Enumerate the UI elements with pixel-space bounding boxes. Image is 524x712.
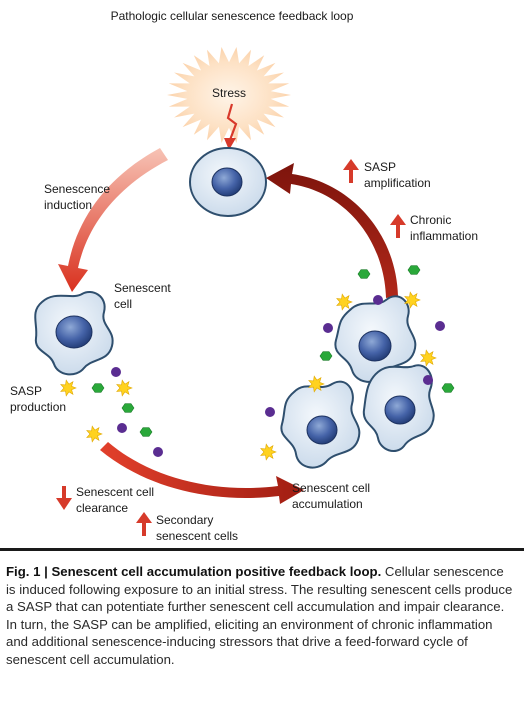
caption-body: Cellular senescence is induced following…	[6, 564, 513, 667]
sasp-yellow-factor	[308, 375, 325, 393]
chronic-inflammation-up-arrow-icon	[390, 214, 406, 238]
label-senescent-cell-1: Senescent	[114, 281, 171, 295]
sasp-yellow-factor	[60, 379, 77, 397]
sasp-purple-factor	[423, 375, 433, 385]
sasp-purple-factor	[435, 321, 445, 331]
sasp-amplification-up-arrow-icon	[343, 159, 359, 183]
label-senescent-cell-2: cell	[114, 297, 132, 311]
stress-lightning-arrowhead-icon	[224, 138, 236, 150]
caption-separator	[0, 548, 524, 551]
caption-title: Fig. 1 | Senescent cell accumulation pos…	[6, 564, 382, 579]
arrow-to-accumulation	[100, 442, 304, 504]
label-senescence-induction-1: Senescence	[44, 182, 110, 196]
diagram-title: Pathologic cellular senescence feedback …	[111, 9, 354, 23]
sasp-green-factor	[319, 351, 333, 361]
label-secondary-senescent-2: senescent cells	[156, 529, 238, 543]
sasp-yellow-factor	[116, 379, 133, 397]
sasp-yellow-factor	[86, 425, 103, 443]
label-sasp-amplification-2: amplification	[364, 176, 431, 190]
label-senescence-induction-2: induction	[44, 198, 92, 212]
label-sasp-production-1: SASP	[10, 384, 42, 398]
sasp-purple-factor	[323, 323, 333, 333]
feedback-loop-diagram: Pathologic cellular senescence feedback …	[10, 9, 478, 543]
senescent-clearance-down-arrow-icon	[56, 486, 72, 510]
sasp-factor-particles	[60, 265, 455, 461]
sasp-purple-factor	[111, 367, 121, 377]
sasp-green-factor	[121, 403, 135, 413]
label-chronic-inflammation-1: Chronic	[410, 213, 451, 227]
normal-cell	[189, 147, 267, 217]
label-senescent-clearance-2: clearance	[76, 501, 128, 515]
label-sasp-production-2: production	[10, 400, 66, 414]
label-accumulation-1: Senescent cell	[292, 481, 370, 495]
sasp-purple-factor	[265, 407, 275, 417]
sasp-yellow-factor	[336, 293, 353, 311]
sasp-green-factor	[91, 383, 105, 393]
senescent-cell-left	[34, 291, 114, 376]
sasp-green-factor	[407, 265, 421, 275]
label-stress: Stress	[212, 86, 246, 100]
senescent-cell-cluster	[280, 295, 435, 469]
sasp-green-factor	[441, 383, 455, 393]
stress-starburst	[167, 47, 291, 143]
sasp-yellow-factor	[260, 443, 277, 461]
arrow-feedback	[266, 163, 398, 298]
stress-lightning-icon	[226, 103, 238, 141]
sasp-yellow-factor	[404, 291, 421, 309]
sasp-purple-factor	[153, 447, 163, 457]
secondary-senescent-up-arrow-icon	[136, 512, 152, 536]
figure-caption: Fig. 1 | Senescent cell accumulation pos…	[6, 563, 514, 669]
label-sasp-amplification-1: SASP	[364, 160, 396, 174]
label-senescent-clearance-1: Senescent cell	[76, 485, 154, 499]
label-secondary-senescent-1: Secondary	[156, 513, 213, 527]
sasp-purple-factor	[373, 295, 383, 305]
sasp-purple-factor	[117, 423, 127, 433]
sasp-green-factor	[139, 427, 153, 437]
label-chronic-inflammation-2: inflammation	[410, 229, 478, 243]
arrow-senescence-induction	[58, 148, 168, 292]
label-accumulation-2: accumulation	[292, 497, 363, 511]
sasp-yellow-factor	[420, 349, 437, 367]
sasp-green-factor	[357, 269, 371, 279]
